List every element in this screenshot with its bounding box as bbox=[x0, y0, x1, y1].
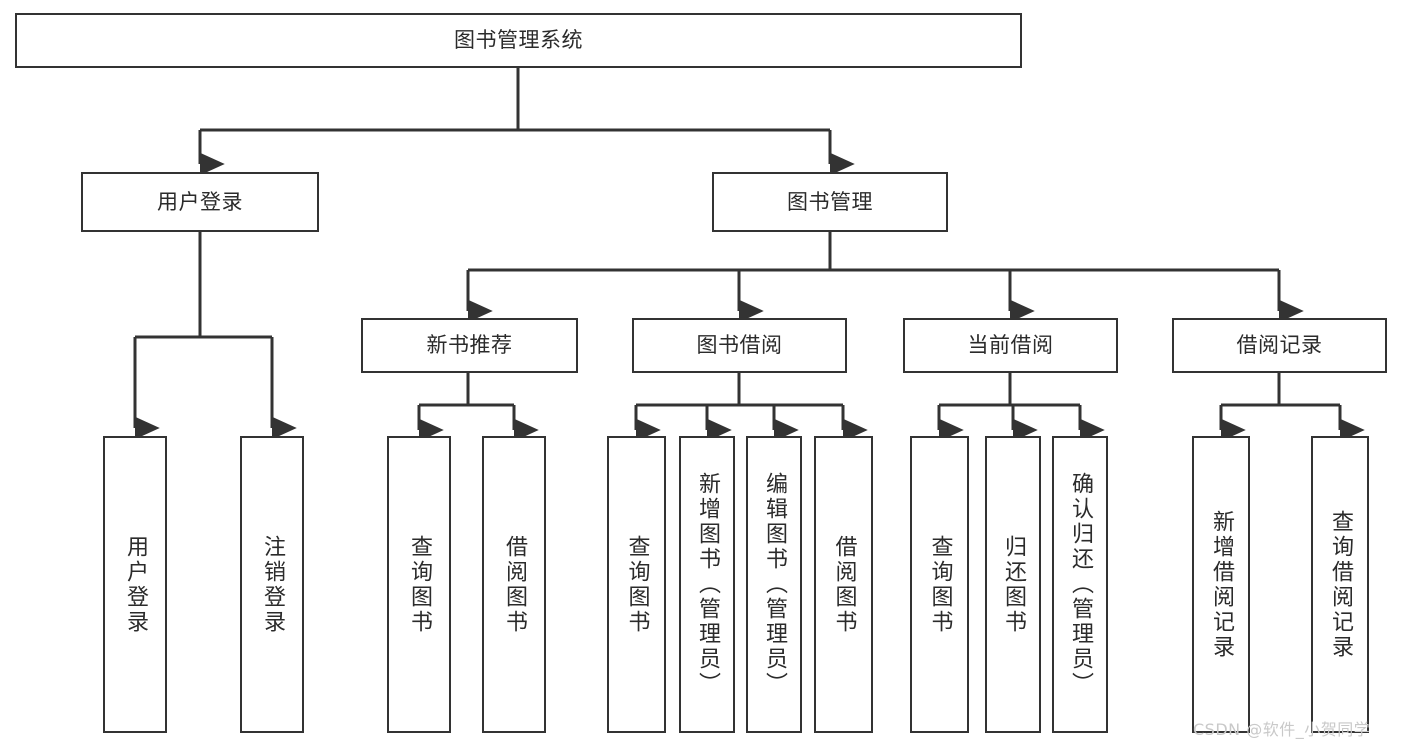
node-book-borrow-label: 图书借阅 bbox=[696, 333, 783, 358]
leaf-node[interactable]: 查询图书 bbox=[387, 436, 451, 733]
node-new-book-recommend[interactable]: 新书推荐 bbox=[361, 318, 578, 373]
node-book-manage-label: 图书管理 bbox=[787, 189, 873, 214]
leaf-node-label: 新增借阅记录 bbox=[1209, 509, 1234, 660]
leaf-node-label: 查询图书 bbox=[407, 534, 432, 635]
leaf-node-label: 编辑图书（管理员） bbox=[762, 472, 787, 697]
leaf-node-label: 注销登录 bbox=[260, 534, 285, 635]
leaf-node[interactable]: 用户登录 bbox=[103, 436, 167, 733]
csdn-watermark: CSDN @软件_小贺同学 bbox=[1193, 720, 1371, 739]
leaf-node[interactable]: 新增图书（管理员） bbox=[679, 436, 735, 733]
node-current-borrow-label: 当前借阅 bbox=[967, 333, 1054, 358]
node-user-login[interactable]: 用户登录 bbox=[81, 172, 319, 232]
node-borrow-record[interactable]: 借阅记录 bbox=[1172, 318, 1387, 373]
leaf-node[interactable]: 编辑图书（管理员） bbox=[746, 436, 802, 733]
leaf-node[interactable]: 查询借阅记录 bbox=[1311, 436, 1369, 733]
node-user-login-label: 用户登录 bbox=[157, 189, 243, 214]
leaf-node[interactable]: 确认归还（管理员） bbox=[1052, 436, 1108, 733]
leaf-node[interactable]: 查询图书 bbox=[607, 436, 666, 733]
leaf-node-label: 确认归还（管理员） bbox=[1068, 472, 1093, 697]
node-new-book-recommend-label: 新书推荐 bbox=[426, 333, 513, 358]
leaf-node[interactable]: 注销登录 bbox=[240, 436, 304, 733]
leaf-node-label: 借阅图书 bbox=[831, 534, 857, 635]
node-root-system[interactable]: 图书管理系统 bbox=[15, 13, 1022, 68]
leaf-node-label: 查询图书 bbox=[624, 534, 650, 635]
leaf-node[interactable]: 新增借阅记录 bbox=[1192, 436, 1250, 733]
leaf-node[interactable]: 借阅图书 bbox=[482, 436, 546, 733]
leaf-node-label: 查询图书 bbox=[927, 534, 953, 635]
node-book-manage[interactable]: 图书管理 bbox=[712, 172, 948, 232]
leaf-node[interactable]: 归还图书 bbox=[985, 436, 1041, 733]
node-borrow-record-label: 借阅记录 bbox=[1236, 333, 1323, 358]
node-root-label: 图书管理系统 bbox=[454, 28, 583, 53]
edges-root bbox=[133, 68, 1365, 442]
leaf-node[interactable]: 查询图书 bbox=[910, 436, 969, 733]
leaf-node-label: 归还图书 bbox=[1001, 534, 1026, 635]
leaf-node-label: 用户登录 bbox=[123, 534, 148, 635]
leaf-node-label: 新增图书（管理员） bbox=[695, 472, 720, 697]
leaf-node-label: 借阅图书 bbox=[502, 534, 527, 635]
node-current-borrow[interactable]: 当前借阅 bbox=[903, 318, 1118, 373]
leaf-node[interactable]: 借阅图书 bbox=[814, 436, 873, 733]
leaf-node-label: 查询借阅记录 bbox=[1328, 509, 1353, 660]
node-book-borrow[interactable]: 图书借阅 bbox=[632, 318, 847, 373]
